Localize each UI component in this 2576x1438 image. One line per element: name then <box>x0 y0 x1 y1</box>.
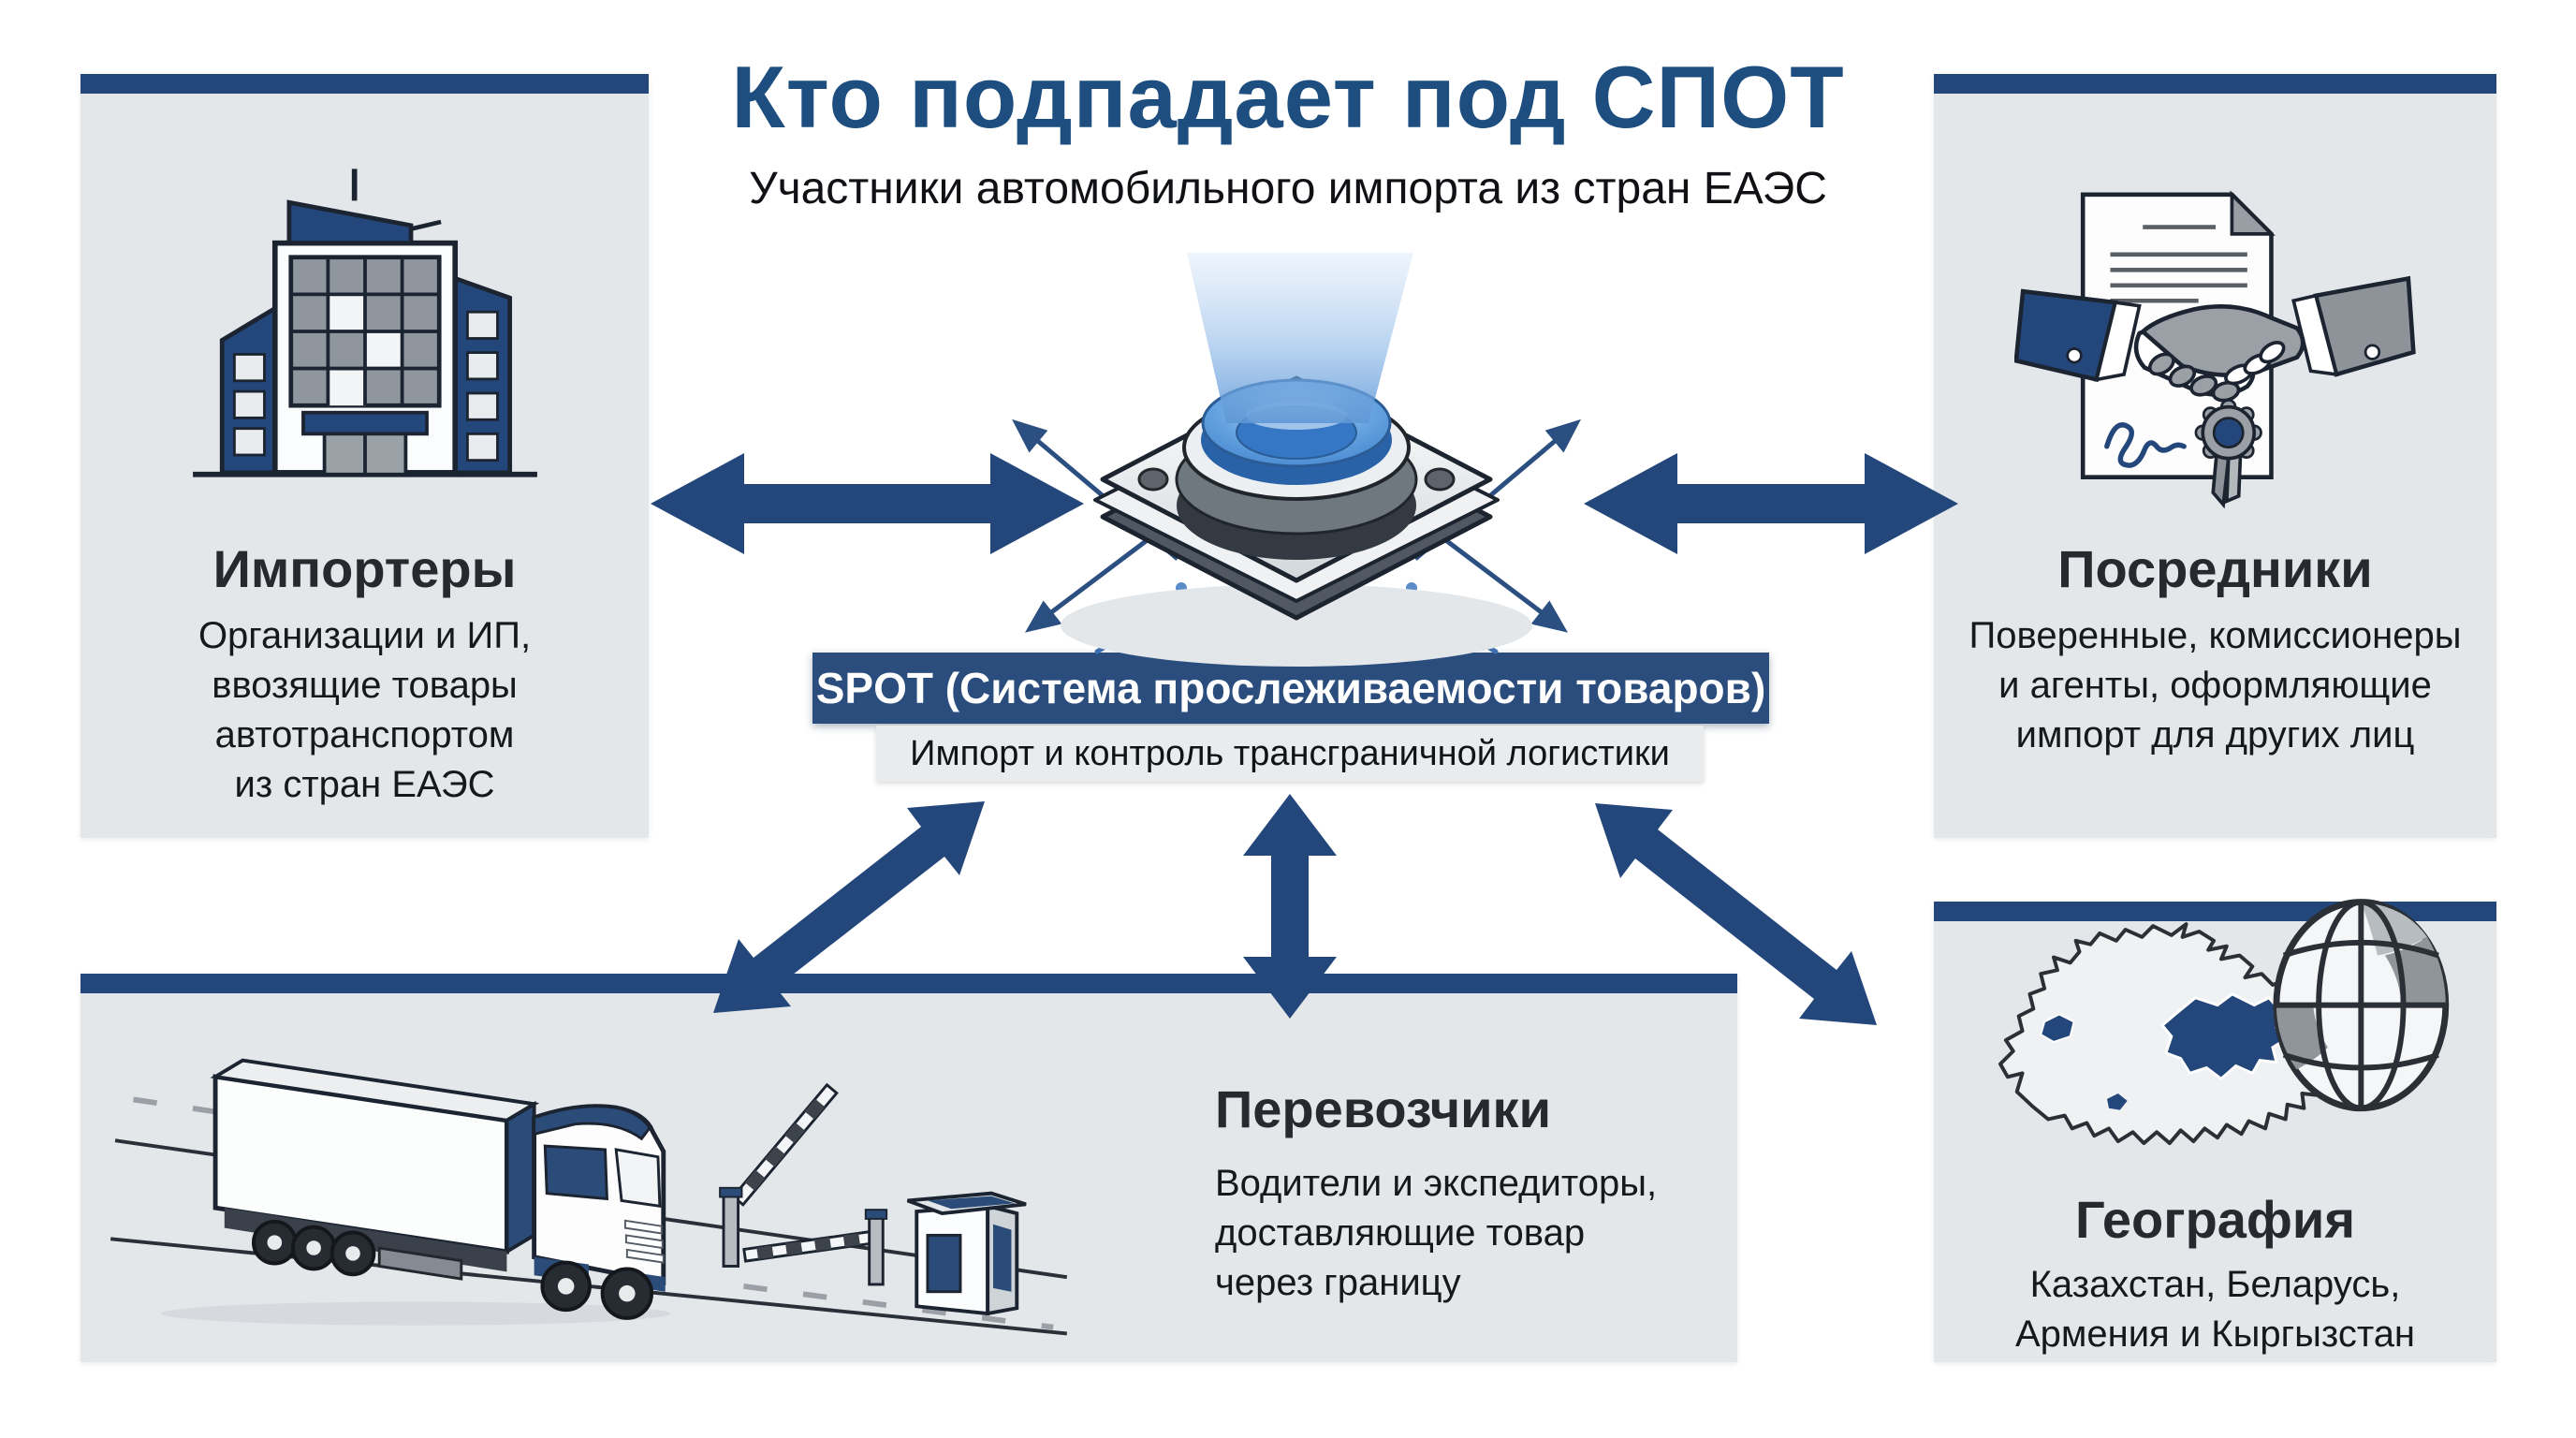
thin-radiating-arrows <box>1012 418 1581 633</box>
geography-description: Казахстан, Беларусь, Армения и Кыргызста… <box>2014 1263 2416 1355</box>
carriers-heading: Перевозчики <box>1215 1079 1551 1138</box>
arrow-importers-center <box>651 453 1084 554</box>
carriers-description: Водители и экспедиторы, доставляющие тов… <box>1215 1162 1658 1303</box>
globe-icon <box>2273 899 2450 1112</box>
truck-border-checkpoint-icon <box>110 1058 1068 1336</box>
geography-heading: География <box>2074 1190 2356 1249</box>
device-pins <box>1176 582 1417 616</box>
panel-carriers: Перевозчики Водители и экспедиторы, дост… <box>80 974 1737 1362</box>
contract-handshake-icon <box>2013 190 2416 509</box>
intermediaries-heading: Посредники <box>2057 539 2373 598</box>
checkpoint-booth-icon <box>906 1191 1027 1316</box>
seal-rosette-icon <box>2194 399 2262 509</box>
barrier-gate-icon <box>719 1082 888 1286</box>
kazakhstan-shape <box>2159 992 2291 1081</box>
eaeu-map-globe-icon <box>1998 899 2450 1146</box>
page-title: Кто подпадает под СПОТ <box>731 48 1845 146</box>
panel-importers: Импортеры Организации и ИП, ввозящие тов… <box>80 74 649 838</box>
arrow-center-intermediaries <box>1584 453 1958 554</box>
office-building-icon <box>192 169 537 477</box>
panel-intermediaries: Посредники Поверенные, комиссионеры и аг… <box>1934 74 2496 838</box>
importers-heading: Импортеры <box>212 539 517 598</box>
light-beam <box>1187 253 1413 423</box>
page-subtitle: Участники автомобильного импорта из стра… <box>749 164 1827 213</box>
panel-importers-top-bar <box>80 74 649 94</box>
spot-system-label: SPOT (Система прослеживаемости товаров) <box>812 653 1769 724</box>
spot-sensor-device <box>1061 375 1532 667</box>
armenia-shape <box>2107 1093 2128 1110</box>
device-connector-lines <box>1094 598 1499 654</box>
intermediaries-description: Поверенные, комиссионеры и агенты, оформ… <box>1969 614 2462 756</box>
belarus-shape <box>2040 1013 2075 1044</box>
spot-system-sublabel: Импорт и контроль трансграничной логисти… <box>876 726 1704 782</box>
importers-description: Организации и ИП, ввозящие товары автотр… <box>198 614 532 806</box>
handshake-icon <box>2013 275 2416 403</box>
panel-carriers-top-bar <box>80 974 1737 993</box>
panel-intermediaries-top-bar <box>1934 74 2496 94</box>
truck-icon <box>210 1058 666 1320</box>
